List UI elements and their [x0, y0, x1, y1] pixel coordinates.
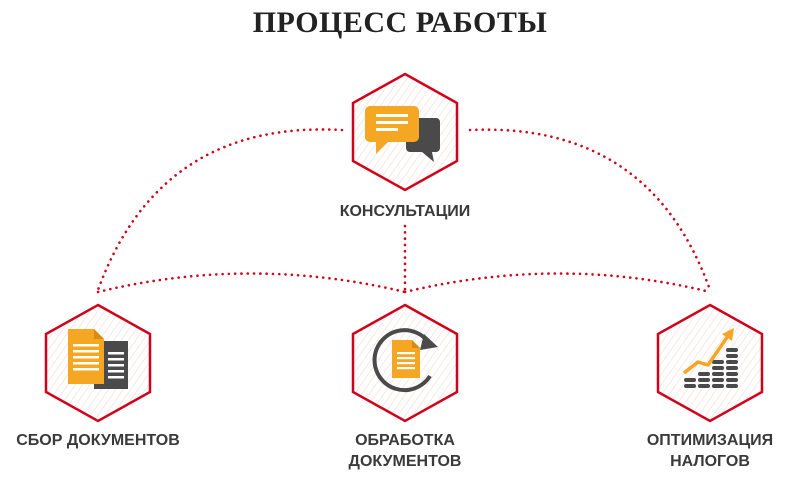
connector-consult-collect	[96, 128, 344, 292]
growth-chart-icon	[682, 328, 738, 388]
node-label-process: ОБРАБОТКА ДОКУМЕНТОВ	[300, 430, 510, 472]
node-label-optimize: ОПТИМИЗАЦИЯ НАЛОГОВ	[612, 430, 800, 472]
connector-lines	[96, 128, 712, 294]
connector-process-optimize	[403, 272, 712, 294]
node-process	[351, 303, 459, 423]
label-line: ОПТИМИЗАЦИЯ	[646, 432, 774, 449]
chat-bubbles-icon	[365, 106, 440, 162]
label-line: ДОКУМЕНТОВ	[348, 453, 462, 470]
node-label-collect: СБОР ДОКУМЕНТОВ	[0, 430, 196, 451]
label-line: СБОР ДОКУМЕНТОВ	[16, 432, 180, 449]
label-line: КОНСУЛЬТАЦИИ	[339, 203, 471, 220]
documents-icon	[68, 329, 128, 389]
node-label-consult: КОНСУЛЬТАЦИИ	[300, 201, 510, 222]
node-consult	[351, 72, 459, 192]
connector-consult-optimize	[468, 128, 712, 292]
node-collect	[44, 303, 152, 423]
label-line: ОБРАБОТКА	[355, 432, 455, 449]
page-title: ПРОЦЕСС РАБОТЫ	[252, 6, 548, 39]
document-cycle-icon	[372, 328, 438, 393]
label-line: НАЛОГОВ	[670, 453, 750, 470]
connector-collect-process	[96, 272, 407, 294]
node-optimize	[656, 303, 764, 423]
